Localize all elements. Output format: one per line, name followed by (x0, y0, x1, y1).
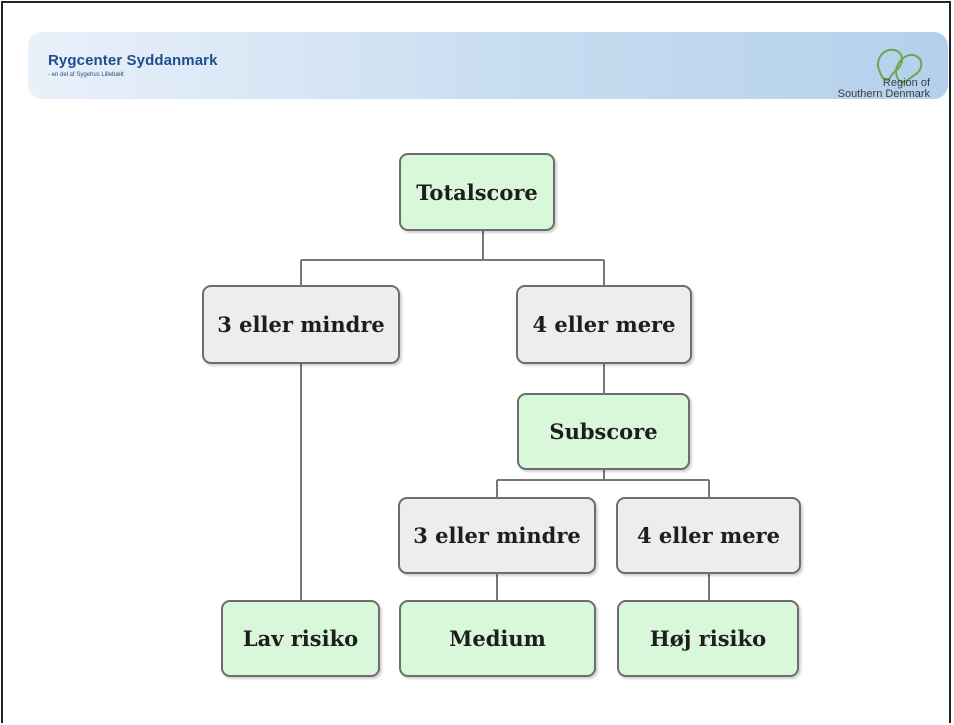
node-sub-high: 4 eller mere (616, 497, 801, 574)
region-line-2: Southern Denmark (837, 88, 930, 100)
node-low-risk: Lav risiko (221, 600, 380, 677)
node-total-low: 3 eller mindre (202, 285, 400, 364)
header-banner (28, 32, 948, 99)
node-subscore: Subscore (517, 393, 690, 470)
region-logo-text: Region of Southern Denmark (820, 78, 930, 100)
region-logo-icon (876, 48, 923, 84)
brand-title: Rygcenter Syddanmark (48, 52, 218, 69)
brand-subtitle: - en del af Sygehus Lillebælt (48, 72, 124, 78)
region-line-1: Region of (882, 77, 930, 89)
node-total-high: 4 eller mere (516, 285, 692, 364)
node-totalscore: Totalscore (399, 153, 555, 231)
node-medium-risk: Medium (399, 600, 596, 677)
node-sub-low: 3 eller mindre (398, 497, 596, 574)
node-high-risk: Høj risiko (617, 600, 799, 677)
